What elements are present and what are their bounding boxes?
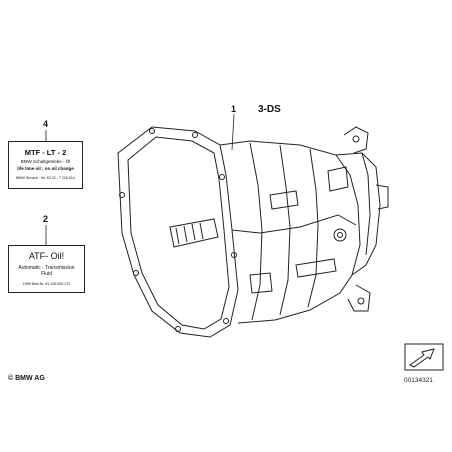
callout-1: 1 [231,104,237,114]
variant-label: 3-DS [258,104,281,115]
atf-line2: Fluid [41,271,52,277]
atf-line1: Automatic - Transmission [18,265,75,271]
mtf-line1: BMW Schaltgetriebe - Öl [20,159,71,164]
atf-title: ATF- Oil! [28,251,65,261]
callout-4: 4 [43,119,49,129]
mtf-line3: BMW Service - Nr. 83 22 - 7 226 614 [16,176,75,180]
atf-label-sticker: ATF- Oil! Automatic - Transmission Fluid… [8,245,85,293]
transmission-drawing [117,126,389,338]
mtf-label-sticker: MTF - LT - 2 BMW Schaltgetriebe - Öl lif… [8,141,83,189]
mtf-line2: life time oil ; no oil change [17,166,74,171]
copyright-text: © BMW AG [8,375,45,382]
arrow-icon [404,343,444,371]
reference-number: 00134321 [404,377,433,384]
callout-2: 2 [43,214,49,224]
mtf-title: MTF - LT - 2 [24,148,67,157]
atf-line3: 1996 Best.Nr. 81 226 620 272 [22,282,71,286]
